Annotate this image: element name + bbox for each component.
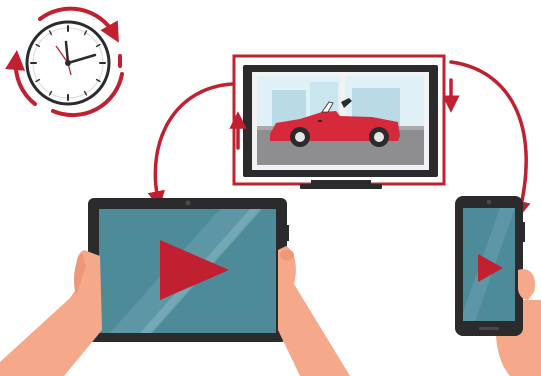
smartphone — [455, 196, 541, 376]
tv — [234, 56, 444, 189]
tv-screen — [257, 72, 424, 165]
clock-icon — [27, 22, 109, 104]
tablet — [88, 198, 289, 342]
